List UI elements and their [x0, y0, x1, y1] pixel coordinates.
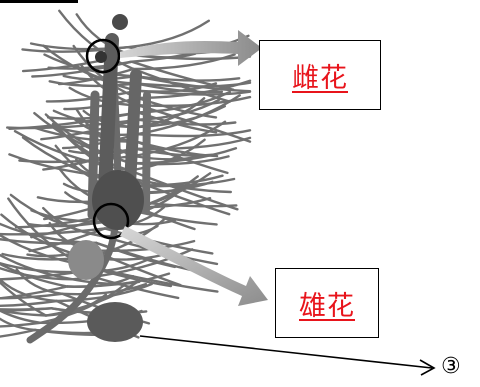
pointer-line — [139, 335, 433, 369]
female-flower-bud — [95, 51, 107, 63]
pine-needle — [135, 129, 252, 138]
pine-needle — [39, 281, 129, 324]
pine-needle — [0, 321, 42, 328]
pine-needle — [133, 75, 252, 93]
pine-needle — [0, 328, 37, 338]
pine-needle — [71, 278, 141, 286]
pine-needle — [33, 126, 138, 143]
pine-needle — [126, 176, 232, 194]
pine-needle — [0, 285, 69, 300]
male-flower-marker — [92, 202, 130, 240]
pine-needle — [0, 270, 79, 281]
pine-needle — [48, 80, 138, 88]
pine-needle — [0, 309, 48, 317]
pine-needle — [0, 262, 69, 288]
number-label-3: ③ — [441, 354, 461, 379]
pine-needle — [0, 253, 74, 281]
pine-needle — [26, 220, 110, 228]
pine-needle — [130, 60, 235, 91]
female-flower-label-box: 雌花 — [259, 40, 381, 110]
pine-needle — [43, 53, 136, 78]
pine-needle — [40, 118, 140, 141]
arrow-to-male-flower — [120, 226, 268, 306]
pine-needle — [0, 261, 79, 274]
pine-needle — [136, 95, 252, 108]
pine-needle — [95, 241, 177, 269]
pine-needle — [55, 282, 153, 303]
pine-needle — [136, 104, 252, 143]
pine-needle — [45, 89, 138, 103]
pine-needle — [46, 111, 140, 120]
young-cone — [92, 170, 144, 230]
male-cone-cluster — [68, 240, 104, 280]
pine-needle — [0, 317, 37, 332]
pine-needle — [0, 299, 58, 308]
pine-needle — [0, 307, 53, 311]
pine-needle — [42, 147, 136, 171]
female-flower-label: 雌花 — [292, 62, 348, 94]
top-rule — [0, 0, 78, 3]
female-flower-marker — [85, 38, 121, 74]
pine-needle — [0, 266, 74, 281]
pine-needle — [0, 309, 42, 324]
male-flower-label-box: 雄花 — [275, 268, 379, 338]
arrow-to-female-flower — [120, 30, 262, 66]
pine-needle — [132, 154, 201, 161]
pine-needle — [126, 19, 210, 49]
candle-shoot — [142, 91, 151, 214]
pine-needle — [135, 89, 252, 96]
female-flower-bud — [112, 14, 128, 30]
pine-needle — [132, 67, 231, 103]
branch-stem — [26, 36, 122, 344]
pine-needle — [57, 67, 135, 86]
pine-needle — [0, 227, 106, 236]
pine-needle — [61, 282, 148, 296]
pointer-arrowhead — [419, 359, 436, 376]
male-cone-cluster — [87, 302, 143, 342]
pine-needle — [126, 176, 231, 216]
male-flower-label: 雄花 — [299, 290, 355, 322]
